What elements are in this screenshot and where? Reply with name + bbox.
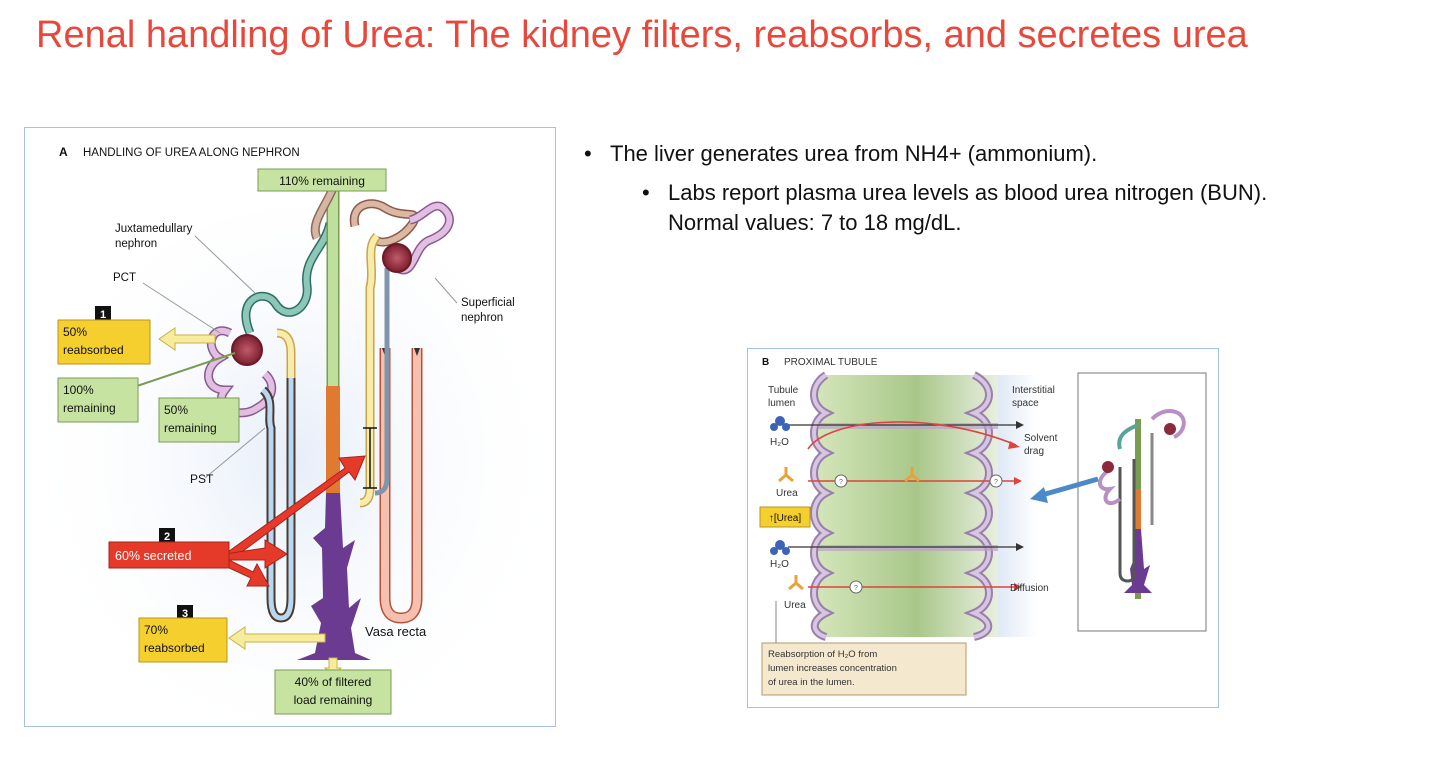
step2-number: 2 — [164, 531, 170, 543]
svg-text:?: ? — [839, 479, 843, 486]
solvent-drag-label: Solvent — [1024, 433, 1058, 444]
diffusion-label: Diffusion — [1010, 583, 1049, 594]
solvent-drag-label-line2: drag — [1024, 446, 1044, 457]
figA-panel-letter: A — [59, 145, 68, 159]
juxtamedullary-label: Juxtamedullary — [115, 223, 193, 235]
urea-concentration-badge — [759, 506, 811, 528]
urea-molecule-icon-top — [778, 467, 794, 483]
label-step3-reabsorbed — [138, 617, 228, 663]
figure-proximal-tubule: B PROXIMAL TUBULE ? ? ? Tubule lumen — [747, 348, 1219, 708]
slide-title: Renal handling of Urea: The kidney filte… — [36, 14, 1248, 56]
figB-panel-letter: B — [762, 357, 769, 368]
remaining50-line1: 50% — [164, 403, 188, 417]
proximal-tubule-diagram: B PROXIMAL TUBULE ? ? ? Tubule lumen — [759, 357, 1207, 696]
label-step2-secreted — [108, 541, 230, 569]
note-line3: of urea in the lumen. — [768, 677, 855, 688]
bullet-bun: Labs report plasma urea levels as blood … — [638, 178, 1420, 238]
note-line2: lumen increases concentration — [768, 663, 897, 674]
step3-text-line1: 70% — [144, 623, 168, 637]
tubule-lumen-label: Tubule — [768, 385, 799, 396]
bullet-liver-urea: The liver generates urea from NH4+ (ammo… — [580, 140, 1420, 168]
note-line1: Reabsorption of H₂O from — [768, 649, 877, 660]
label-40-filtered-remaining — [274, 669, 392, 715]
label-step1-reabsorbed — [57, 319, 151, 365]
bullet-bun-line1: Labs report plasma urea levels as blood … — [668, 180, 1268, 205]
pst-label: PST — [190, 472, 214, 486]
figA-heading: HANDLING OF UREA ALONG NEPHRON — [83, 147, 300, 159]
interstitial-label-line2: space — [1012, 398, 1039, 409]
vasa-recta-label: Vasa recta — [365, 624, 427, 639]
nephron-diagram: A HANDLING OF UREA ALONG NEPHRON 110% — [45, 145, 545, 726]
urea-molecule-icon-middle — [904, 467, 920, 483]
water-molecule-icon-top — [770, 416, 790, 431]
tubule-lumen-label-line2: lumen — [768, 398, 795, 409]
label-100-remaining — [57, 377, 139, 423]
interstitial-label: Interstitial — [1012, 385, 1055, 396]
juxtamedullary-label-line2: nephron — [115, 238, 157, 250]
step1-text-line1: 50% — [63, 325, 87, 339]
tubule-epithelium — [818, 375, 998, 637]
figure-nephron-urea-handling: A HANDLING OF UREA ALONG NEPHRON 110% — [24, 127, 556, 727]
remaining50-line2: remaining — [164, 421, 217, 435]
filtered-line1: 40% of filtered — [295, 675, 372, 689]
interstitial-space — [998, 375, 1038, 637]
label-110-remaining-text: 110% remaining — [279, 174, 365, 188]
superficial-label: Superficial — [461, 297, 515, 309]
urea-molecule-icon-bottom — [788, 575, 804, 591]
water-molecule-icon-bottom — [770, 540, 790, 555]
urea-concentration-text: ↑[Urea] — [769, 513, 801, 524]
svg-text:?: ? — [994, 479, 998, 486]
step1-text-line2: reabsorbed — [63, 343, 124, 357]
bullet-bun-line2: Normal values: 7 to 18 mg/dL. — [668, 210, 962, 235]
remaining100-line1: 100% — [63, 383, 94, 397]
step2-text: 60% secreted — [115, 549, 191, 563]
pct-label: PCT — [113, 272, 136, 284]
superficial-glomerulus — [382, 243, 412, 273]
label-110-remaining — [257, 168, 387, 192]
secretion-arrow-upper — [224, 455, 366, 561]
urea-label-bottom: Urea — [784, 600, 806, 611]
superficial-label-line2: nephron — [461, 312, 503, 324]
step3-text-line2: reabsorbed — [144, 641, 205, 655]
figB-heading: PROXIMAL TUBULE — [784, 357, 878, 368]
bullet-list: The liver generates urea from NH4+ (ammo… — [580, 140, 1420, 238]
medullary-collecting-duct — [297, 493, 371, 660]
secretion-arrow-middle — [224, 539, 288, 569]
svg-text:?: ? — [854, 585, 858, 592]
step1-number: 1 — [100, 309, 106, 321]
note-callout — [761, 642, 967, 696]
filtered-line2: load remaining — [294, 693, 373, 707]
reabsorption-arrow-medulla — [228, 626, 326, 650]
juxta-glomerulus — [231, 334, 263, 366]
step3-number: 3 — [182, 608, 188, 620]
label-50-remaining — [158, 397, 240, 443]
inset-pointer-arrow — [1030, 487, 1048, 503]
h2o-label-bottom: H₂O — [770, 559, 789, 570]
reabsorption-arrow-pct — [158, 327, 216, 351]
remaining100-line2: remaining — [63, 401, 116, 415]
h2o-label-top: H₂O — [770, 437, 789, 448]
urea-label-top: Urea — [776, 488, 798, 499]
